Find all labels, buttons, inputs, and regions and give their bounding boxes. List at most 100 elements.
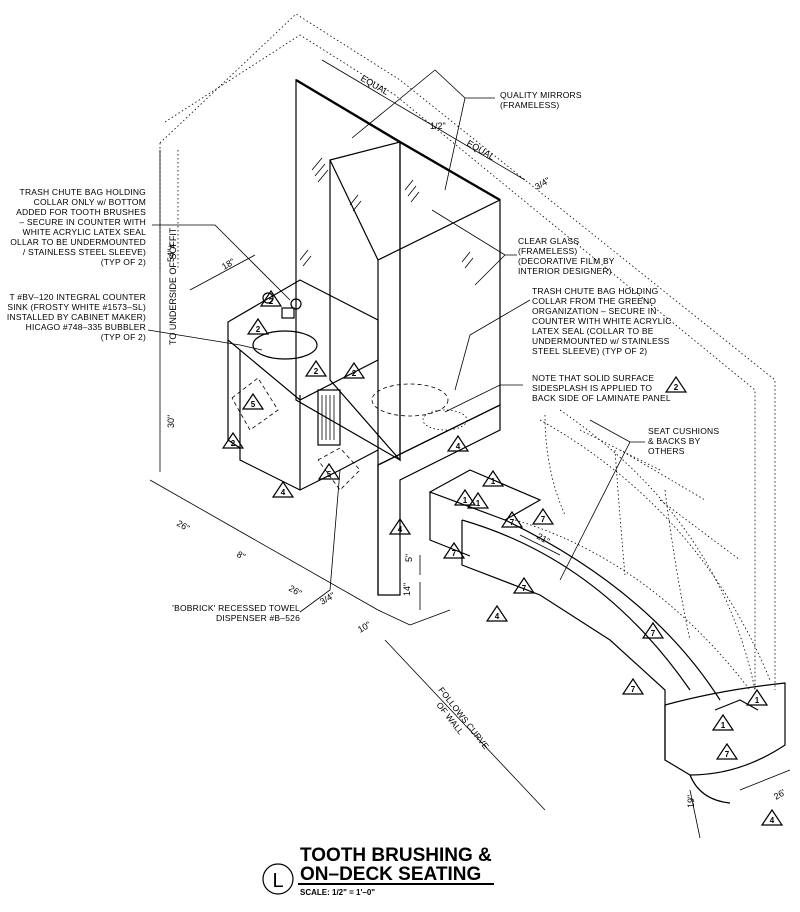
keynote-tag: 7 bbox=[531, 507, 555, 525]
dim-ten: 10" bbox=[356, 619, 372, 634]
note-line: UNDERMOUNTED w/ STAINLESS bbox=[532, 336, 670, 346]
note-line: QUALITY MIRRORS bbox=[500, 90, 582, 100]
note-line: DISPENSER #B–526 bbox=[216, 613, 300, 623]
svg-text:7: 7 bbox=[631, 685, 636, 694]
note-follows-curve: FOLLOWS CURVE OF WALL bbox=[434, 685, 491, 751]
scale-label: SCALE: 1/2" = 1'–0" bbox=[300, 888, 375, 897]
note-line: BACK SIDE OF LAMINATE PANEL bbox=[532, 393, 671, 403]
svg-text:1: 1 bbox=[721, 721, 726, 730]
keynote-tags: 2 2 2 2 2 5 5 4 4 4 4 1 1 1 7 7 7 7 7 7 … bbox=[221, 289, 784, 826]
dim-eight: 8" bbox=[235, 549, 247, 562]
keynote-tag: 4 bbox=[271, 480, 295, 498]
svg-text:2: 2 bbox=[231, 439, 236, 448]
dim-twenty-six-3: 26' bbox=[772, 787, 787, 802]
svg-text:4: 4 bbox=[281, 488, 286, 497]
dim-twenty-six-1: 26" bbox=[175, 518, 191, 533]
dim-fifty-four: 54"± bbox=[166, 244, 176, 262]
keynote-tag-seat: 7 bbox=[715, 742, 739, 760]
keynote-tag: 1 bbox=[745, 688, 769, 706]
dim-three-quarter-1: 3/4" bbox=[533, 175, 552, 192]
note-line: SEAT CUSHIONS bbox=[648, 426, 719, 436]
keynote-tag: 7 bbox=[500, 510, 524, 528]
note-line: (FRAMELESS) bbox=[518, 246, 577, 256]
dim-thirty: 30" bbox=[166, 415, 176, 428]
note-trash-chute-left: TRASH CHUTE BAG HOLDING COLLAR ONLY w/ B… bbox=[10, 187, 146, 267]
keynote-tag: 4 bbox=[388, 517, 412, 535]
svg-text:4: 4 bbox=[770, 816, 775, 825]
keynote-tag: 4 bbox=[760, 808, 784, 826]
keynote-tag: 5 bbox=[317, 462, 341, 480]
title-line-1: TOOTH BRUSHING & bbox=[300, 845, 492, 866]
soffit-outline bbox=[159, 13, 776, 691]
dim-nineteen: 19" bbox=[686, 795, 696, 808]
svg-text:2: 2 bbox=[269, 297, 274, 306]
svg-text:4: 4 bbox=[398, 525, 403, 534]
keynote-tag: 7 bbox=[641, 621, 665, 639]
svg-text:1: 1 bbox=[476, 499, 481, 508]
svg-text:1: 1 bbox=[755, 696, 760, 705]
keynote-tag: 1 bbox=[466, 491, 490, 509]
note-line: TRASH CHUTE BAG HOLDING bbox=[532, 286, 658, 296]
note-seat-cushions: SEAT CUSHIONS & BACKS BY OTHERS bbox=[648, 426, 719, 456]
note-line: INSTALLED BY CABINET MAKER) bbox=[7, 312, 146, 322]
note-line: TRASH CHUTE BAG HOLDING bbox=[20, 187, 146, 197]
keynote-tag: 2 bbox=[304, 359, 328, 377]
keynote-tag: 1 bbox=[481, 469, 505, 487]
note-line: WHITE ACRYLIC LATEX SEAL bbox=[22, 227, 146, 237]
detail-letter: L bbox=[272, 870, 283, 892]
keynote-tag: 2 bbox=[342, 361, 366, 379]
keynote-tag: 1 bbox=[711, 713, 735, 731]
dim-eighteen: 18" bbox=[220, 256, 236, 271]
note-line: INTERIOR DESIGNER) bbox=[518, 266, 612, 276]
dimension-lines bbox=[149, 59, 791, 839]
note-line: (DECORATIVE FILM BY bbox=[518, 256, 615, 266]
note-line: SIDESPLASH IS APPLIED TO bbox=[532, 383, 652, 393]
note-line: STEEL SLEEVE) (TYP OF 2) bbox=[532, 346, 647, 356]
keynote-tag: 2 bbox=[246, 317, 270, 335]
mirror-panels bbox=[295, 78, 501, 466]
note-line: LATEX SEAL (COLLAR TO BE bbox=[532, 326, 654, 336]
keynote-tag: 5 bbox=[241, 392, 265, 410]
svg-text:7: 7 bbox=[725, 750, 730, 759]
keynote-tag-inline: 2 bbox=[664, 375, 688, 393]
note-line: (TYP OF 2) bbox=[101, 257, 146, 267]
note-line: (TYP OF 2) bbox=[101, 332, 146, 342]
dim-to-soffit: TO UNDERSIDE OF SOFFIT bbox=[168, 227, 178, 345]
keynote-tag: 7 bbox=[442, 541, 466, 559]
svg-text:1: 1 bbox=[491, 477, 496, 486]
keynote-tag: 2 bbox=[221, 431, 245, 449]
note-line: 'BOBRICK' RECESSED TOWEL bbox=[172, 603, 300, 613]
dim-equal-2: EQUAL bbox=[465, 138, 496, 162]
svg-text:7: 7 bbox=[651, 629, 656, 638]
note-line: & BACKS BY bbox=[648, 436, 701, 446]
note-line: COLLAR ONLY w/ BOTTOM bbox=[34, 197, 146, 207]
note-line: CLEAR GLASS bbox=[518, 236, 579, 246]
note-line: OLLAR TO BE UNDERMOUNTED bbox=[10, 237, 146, 247]
dim-three-quarter-2: 3/4" bbox=[318, 590, 337, 607]
keynote-tag: 7 bbox=[621, 677, 645, 695]
dim-twenty-six-2: 26" bbox=[287, 583, 303, 598]
detail-circle bbox=[262, 863, 294, 895]
note-line: / STAINLESS STEEL SLEEVE) bbox=[23, 247, 146, 257]
note-sink: T #BV–120 INTEGRAL COUNTER SINK (FROSTY … bbox=[7, 292, 146, 342]
svg-text:1: 1 bbox=[463, 496, 468, 505]
note-trash-chute-right: TRASH CHUTE BAG HOLDING COLLAR FROM THE … bbox=[532, 286, 672, 356]
svg-text:4: 4 bbox=[456, 442, 461, 451]
svg-text:7: 7 bbox=[541, 515, 546, 524]
keynote-tag: 2 bbox=[259, 289, 283, 307]
svg-text:7: 7 bbox=[510, 518, 515, 527]
svg-text:5: 5 bbox=[251, 400, 256, 409]
keynote-tag: 1 bbox=[453, 488, 477, 506]
note-line: NOTE THAT SOLID SURFACE bbox=[532, 373, 654, 383]
svg-text:2: 2 bbox=[314, 367, 319, 376]
svg-text:7: 7 bbox=[452, 549, 457, 558]
note-line: (FRAMELESS) bbox=[500, 100, 559, 110]
svg-text:4: 4 bbox=[495, 612, 500, 621]
note-line: COUNTER WITH WHITE ACRYLIC bbox=[532, 316, 672, 326]
dim-half-inch: 1/2" bbox=[430, 121, 446, 131]
keynote-tag: 4 bbox=[485, 604, 509, 622]
svg-text:7: 7 bbox=[522, 584, 527, 593]
note-line: OTHERS bbox=[648, 446, 685, 456]
svg-text:2: 2 bbox=[674, 383, 679, 392]
